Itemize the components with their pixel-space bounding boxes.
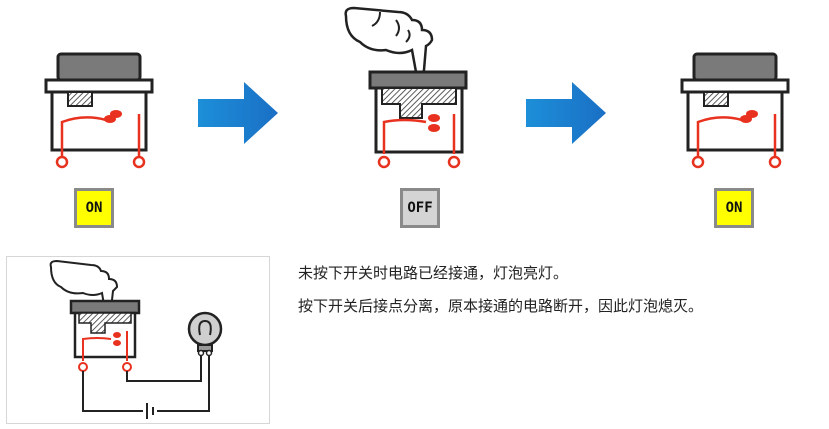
battery-icon [146, 403, 154, 419]
state-badge-on-2: ON [714, 188, 754, 228]
description-line-2: 按下开关后接点分离，原本接通的电路断开，因此灯泡熄灭。 [298, 297, 704, 315]
hand-pointer-icon [344, 6, 434, 75]
arrow-right-icon [526, 82, 606, 144]
switch-pressed-icon [368, 70, 468, 169]
switch-pressed-icon [69, 299, 141, 372]
switch-released-icon [44, 52, 154, 169]
circuit-wires [82, 356, 210, 412]
hand-pointer-icon [49, 259, 119, 313]
switch-released-icon [680, 52, 790, 169]
arrow-right-icon [198, 82, 278, 144]
circuit-diagram-panel [6, 256, 270, 424]
bulb-icon [187, 311, 223, 357]
description-line-1: 未按下开关时电路已经接通，灯泡亮灯。 [298, 264, 569, 282]
state-badge-on-1: ON [74, 188, 114, 228]
circuit-diagram [49, 259, 223, 419]
state-badge-off: OFF [400, 188, 440, 228]
